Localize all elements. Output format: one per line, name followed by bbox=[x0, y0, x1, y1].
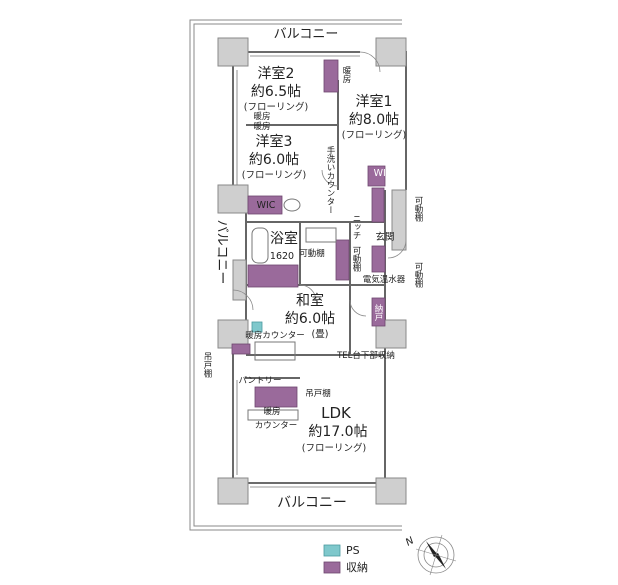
label-counter: カウンター bbox=[255, 421, 298, 431]
label-movable-shelf-right1: 可動棚 bbox=[413, 196, 423, 222]
legend-ps-label: PS bbox=[346, 544, 360, 557]
label-wic-left: WIC bbox=[257, 200, 276, 211]
label-danbo-b: 暖房 bbox=[253, 121, 270, 132]
compass-north-label: N bbox=[404, 535, 416, 549]
label-danbo-vertical: 暖房 bbox=[341, 66, 351, 84]
wall-block bbox=[391, 189, 407, 251]
label-tsuridana-left: 吊戸棚 bbox=[202, 352, 212, 378]
compass: N bbox=[404, 534, 457, 576]
room-bath-size: 1620 bbox=[270, 251, 294, 262]
label-niche: ニッチ bbox=[351, 214, 361, 240]
room-western3-name: 洋室3 bbox=[256, 133, 293, 150]
door-swings bbox=[232, 51, 407, 317]
wic-left-storage bbox=[247, 195, 283, 215]
room-western2-size: 約6.5帖 bbox=[251, 84, 301, 100]
label-tel: TEL台下部収納 bbox=[336, 350, 395, 361]
room-washitsu-floor: (畳) bbox=[312, 329, 329, 340]
label-movable-shelf-center: 可動棚 bbox=[351, 246, 361, 272]
storage-closet bbox=[323, 59, 339, 93]
room-ldk-size: 約17.0帖 bbox=[308, 424, 367, 440]
wic-top-storage bbox=[367, 165, 386, 187]
storage-genkan bbox=[371, 245, 386, 273]
wall-block bbox=[232, 259, 247, 301]
toilet bbox=[283, 198, 301, 212]
legend-storage-label: 収納 bbox=[346, 561, 368, 574]
room-western1-floor: (フローリング) bbox=[342, 129, 406, 141]
room-bath-name: 浴室 bbox=[270, 230, 298, 247]
legend: PS 収納 bbox=[323, 544, 368, 574]
label-movable-shelf-bath: 可動棚 bbox=[299, 248, 325, 259]
balcony-outline bbox=[189, 19, 402, 531]
room-ldk-floor: (フローリング) bbox=[302, 442, 366, 454]
pillar bbox=[217, 477, 249, 505]
storage-tsuridana bbox=[231, 343, 251, 355]
storage-kitchen bbox=[254, 386, 298, 408]
label-tsuridana-kitchen: 吊戸棚 bbox=[305, 388, 331, 399]
storage-washitsu bbox=[247, 264, 299, 288]
room-western3-size: 約6.0帖 bbox=[249, 152, 299, 168]
label-handwash: 手洗いカウンター bbox=[325, 145, 335, 214]
label-genkan: 玄関 bbox=[375, 231, 394, 243]
room-western3-floor: (フローリング) bbox=[242, 169, 306, 181]
balcony-left-label: バルコニー bbox=[214, 220, 229, 285]
label-danbo-a: 暖房 bbox=[253, 111, 270, 122]
label-water-heater: 電気温水器 bbox=[363, 274, 406, 285]
label-danbo-kitchen: 暖房 bbox=[263, 406, 280, 417]
legend-ps-swatch bbox=[323, 544, 341, 557]
label-danbo-counter: 暖房カウンター bbox=[245, 330, 305, 341]
label-movable-shelf-right2: 可動棚 bbox=[413, 262, 423, 288]
kitchen-counter-lower bbox=[247, 409, 299, 421]
pillar bbox=[217, 319, 249, 349]
storage-niche bbox=[335, 239, 350, 281]
label-nado: 納戸 bbox=[373, 303, 383, 322]
washbasin bbox=[305, 227, 337, 243]
room-ldk-name: LDK bbox=[321, 404, 352, 422]
label-pantry: パントリー bbox=[239, 376, 282, 386]
pillar bbox=[375, 477, 407, 505]
fixtures bbox=[247, 198, 337, 421]
label-wic-top: WIC bbox=[374, 168, 393, 179]
room-western2-name: 洋室2 bbox=[258, 65, 295, 82]
pillar bbox=[217, 184, 249, 214]
storage-areas bbox=[231, 59, 386, 408]
balcony-bottom-label: バルコニー bbox=[277, 495, 347, 511]
pillar bbox=[217, 37, 249, 67]
pillars bbox=[217, 37, 407, 505]
room-washitsu-size: 約6.0帖 bbox=[285, 311, 335, 327]
balcony-top-label: バルコニー bbox=[274, 27, 339, 42]
room-washitsu-name: 和室 bbox=[296, 292, 324, 309]
windows bbox=[232, 51, 376, 488]
room-western1-name: 洋室1 bbox=[356, 93, 393, 110]
ps-shaft bbox=[251, 321, 263, 333]
room-western2-floor: (フローリング) bbox=[244, 101, 308, 113]
kitchen-counter bbox=[254, 341, 296, 361]
nado-storage bbox=[371, 297, 386, 327]
legend-storage-swatch bbox=[323, 561, 341, 574]
room-western1-size: 約8.0帖 bbox=[349, 112, 399, 128]
storage-column bbox=[371, 187, 385, 223]
pillar bbox=[375, 37, 407, 67]
bathtub bbox=[251, 227, 269, 264]
